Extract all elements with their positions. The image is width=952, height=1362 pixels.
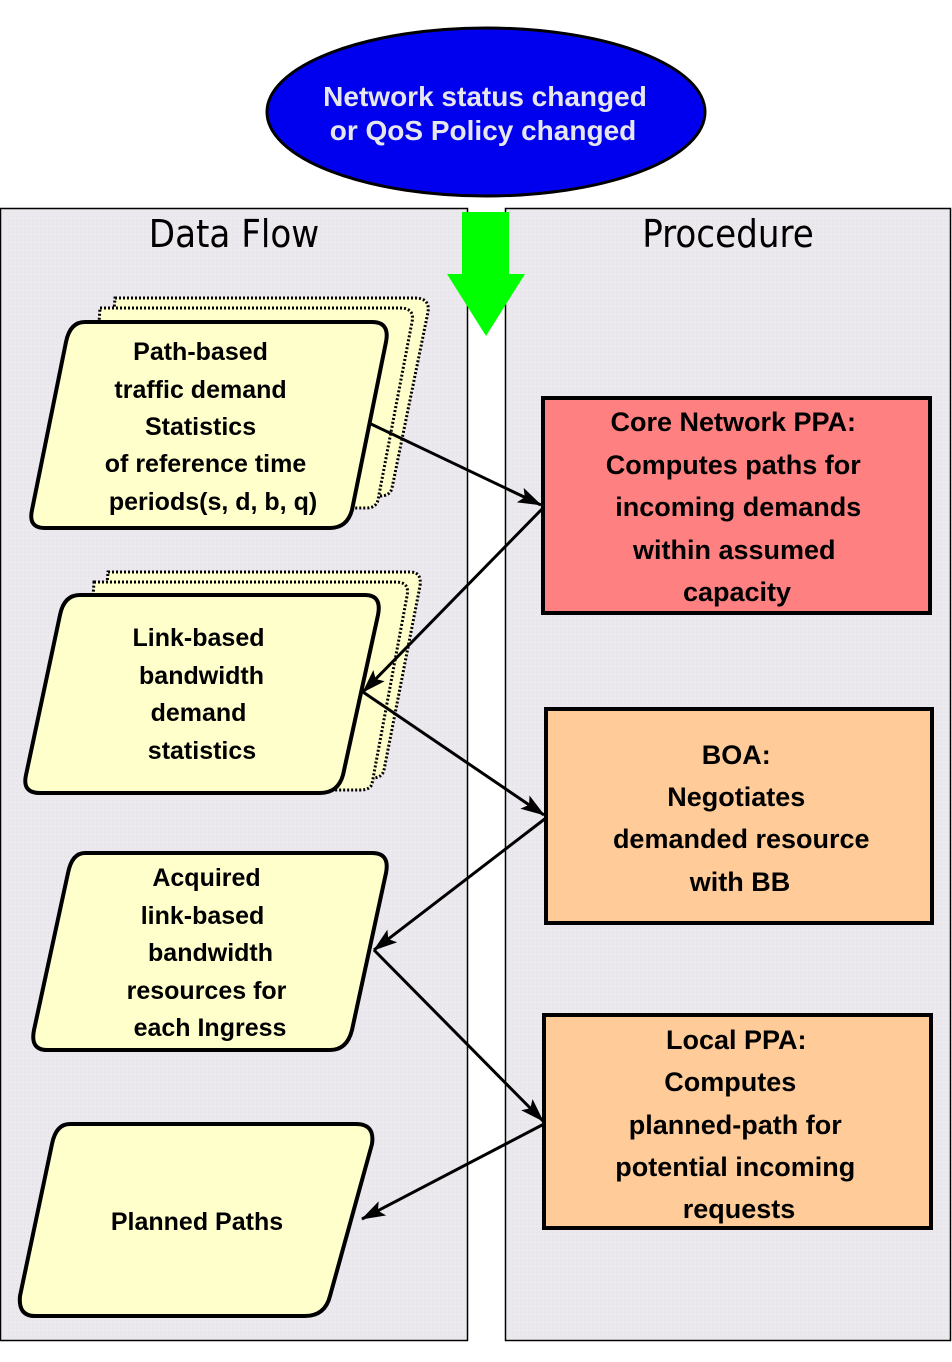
- data-item-link-bandwidth-stats: Link-based bandwidth demand statistics: [23, 570, 422, 795]
- procedure-line: Computes: [664, 1067, 796, 1097]
- data-line: bandwidth: [139, 662, 264, 690]
- data-line: each Ingress: [134, 1014, 287, 1042]
- connector-arrow: [372, 948, 545, 1123]
- data-shape: [29, 320, 389, 530]
- data-flow-title: Data Flow: [149, 212, 320, 256]
- connector-arrow: [361, 506, 545, 694]
- trigger-ellipse: [265, 26, 707, 198]
- procedure-line: BOA:: [702, 740, 771, 770]
- data-line: statistics: [148, 737, 256, 765]
- procedure-box: [544, 707, 934, 925]
- svg-text:Path-based traffic deman: Path-based traffic demand Statistics of …: [105, 338, 317, 516]
- data-line: link-based: [141, 902, 265, 930]
- svg-text:Local PPA: Computes: Local PPA: Computes planned-path for pot…: [615, 1025, 863, 1224]
- procedure-line: potential incoming: [615, 1152, 855, 1182]
- connector-arrow: [361, 1122, 545, 1221]
- data-item-planned-paths: Planned Paths: [17, 1122, 375, 1318]
- procedure-line: Local PPA:: [666, 1025, 807, 1055]
- green-down-arrow-icon: [447, 212, 525, 336]
- trigger-line-2: or QoS Policy changed: [330, 115, 637, 146]
- svg-text:BOA: Negotiates de: BOA: Negotiates demanded resource with B…: [613, 740, 877, 897]
- data-item-path-traffic-stats: Path-based traffic demand Statistics of …: [29, 296, 430, 530]
- procedure-line: demanded resource: [613, 824, 870, 854]
- procedure-line: planned-path for: [629, 1110, 842, 1140]
- data-shape: [23, 593, 381, 795]
- procedure-line: capacity: [683, 577, 791, 607]
- connectors: [361, 422, 547, 1221]
- procedure-title: Procedure: [642, 212, 814, 256]
- data-line: Acquired: [152, 864, 260, 892]
- procedure-boa: BOA: Negotiates demanded resource with B…: [544, 707, 934, 925]
- procedure-line: with BB: [689, 867, 791, 897]
- connector-arrow: [370, 422, 542, 507]
- trigger-event: Network status changed or QoS Policy cha…: [265, 26, 707, 198]
- data-line: Statistics: [145, 413, 256, 441]
- data-line: bandwidth: [148, 939, 273, 967]
- procedure-line: within assumed: [632, 535, 836, 565]
- procedure-box: [542, 1013, 933, 1230]
- procedure-local-ppa: Local PPA: Computes planned-path for pot…: [542, 1013, 933, 1230]
- data-line: Path-based: [133, 338, 268, 366]
- procedure-line: Computes paths for: [606, 450, 862, 480]
- connector-arrow: [362, 690, 545, 817]
- procedure-core-network-ppa: Core Network PPA: Computes paths for inc…: [541, 396, 932, 615]
- svg-text:Acquired link-based: Acquired link-based bandwidth resources …: [127, 864, 294, 1042]
- data-item-acquired-resources: Acquired link-based bandwidth resources …: [31, 851, 389, 1052]
- procedure-box: [541, 396, 932, 615]
- data-line: demand: [151, 699, 247, 727]
- data-line: resources for: [127, 977, 287, 1005]
- procedure-line: Negotiates: [667, 782, 805, 812]
- data-line: periods(s, d, b, q): [109, 488, 317, 516]
- data-line: Planned Paths: [111, 1208, 283, 1236]
- data-shape: [31, 851, 389, 1052]
- svg-text:Link-based bandwidth: Link-based bandwidth demand statistics: [133, 624, 272, 765]
- data-line: traffic demand: [114, 376, 286, 404]
- data-line: Link-based: [133, 624, 265, 652]
- procedure-line: requests: [683, 1194, 796, 1224]
- trigger-line-1: Network status changed: [323, 81, 647, 112]
- data-line: of reference time: [105, 450, 307, 478]
- data-shape: [17, 1122, 375, 1318]
- connector-arrow: [373, 816, 547, 952]
- procedure-line: Core Network PPA:: [610, 407, 856, 437]
- procedure-line: incoming demands: [615, 492, 861, 522]
- svg-text:Core Network PPA: Comput: Core Network PPA: Computes paths for inc…: [606, 407, 869, 607]
